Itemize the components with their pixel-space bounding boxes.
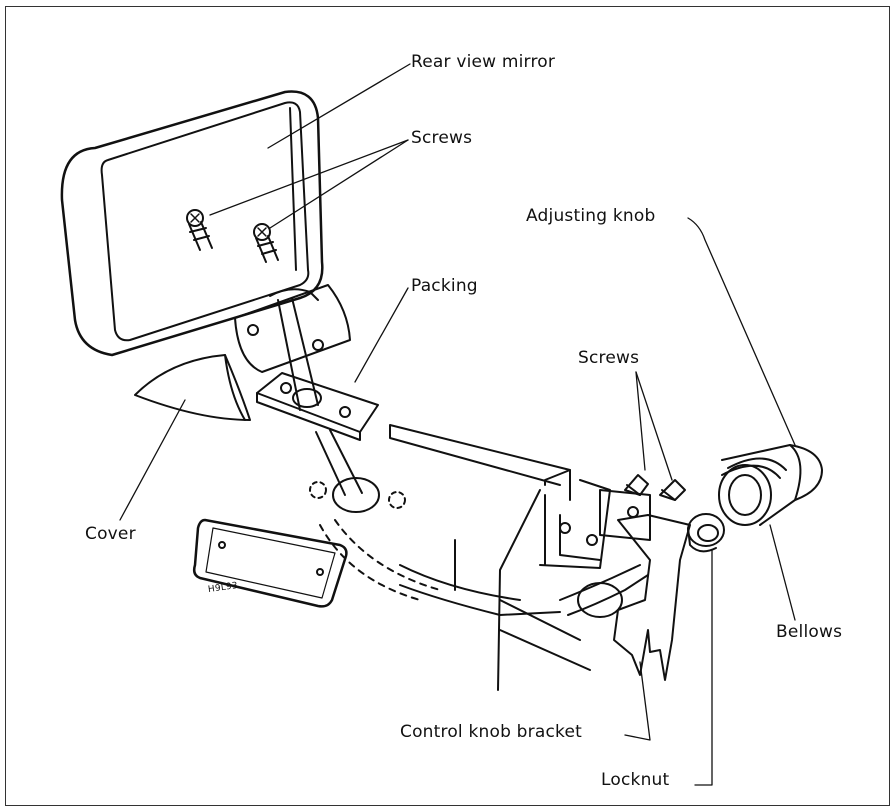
label-adjusting-knob: Adjusting knob (526, 206, 656, 226)
control-knob-bracket (613, 514, 691, 681)
bracket-screw-right (659, 479, 686, 501)
locknut-part (687, 513, 725, 553)
label-screws-mid: Screws (578, 348, 640, 368)
label-packing: Packing (411, 276, 478, 296)
label-control-knob-bracket: Control knob bracket (400, 722, 582, 742)
mirror-housing (60, 90, 324, 357)
mirror-stalk (234, 284, 351, 411)
label-bellows: Bellows (776, 622, 843, 642)
bracket-screw-left (624, 474, 649, 496)
lower-stalk (309, 429, 406, 513)
bellows-part (718, 444, 823, 526)
diagram-frame (5, 6, 890, 806)
control-cable (319, 519, 649, 618)
pad-part (192, 518, 348, 608)
mirror-screw-right (253, 223, 279, 263)
leader-lines (119, 63, 796, 786)
label-rear-view-mirror: Rear view mirror (411, 52, 556, 72)
packing-plate (256, 372, 379, 441)
mirror-screw-left (186, 209, 213, 251)
label-locknut: Locknut (601, 770, 670, 790)
label-cover: Cover (85, 524, 136, 544)
label-screws-top: Screws (411, 128, 473, 148)
cover-part (134, 354, 251, 421)
door-panel (389, 424, 611, 691)
